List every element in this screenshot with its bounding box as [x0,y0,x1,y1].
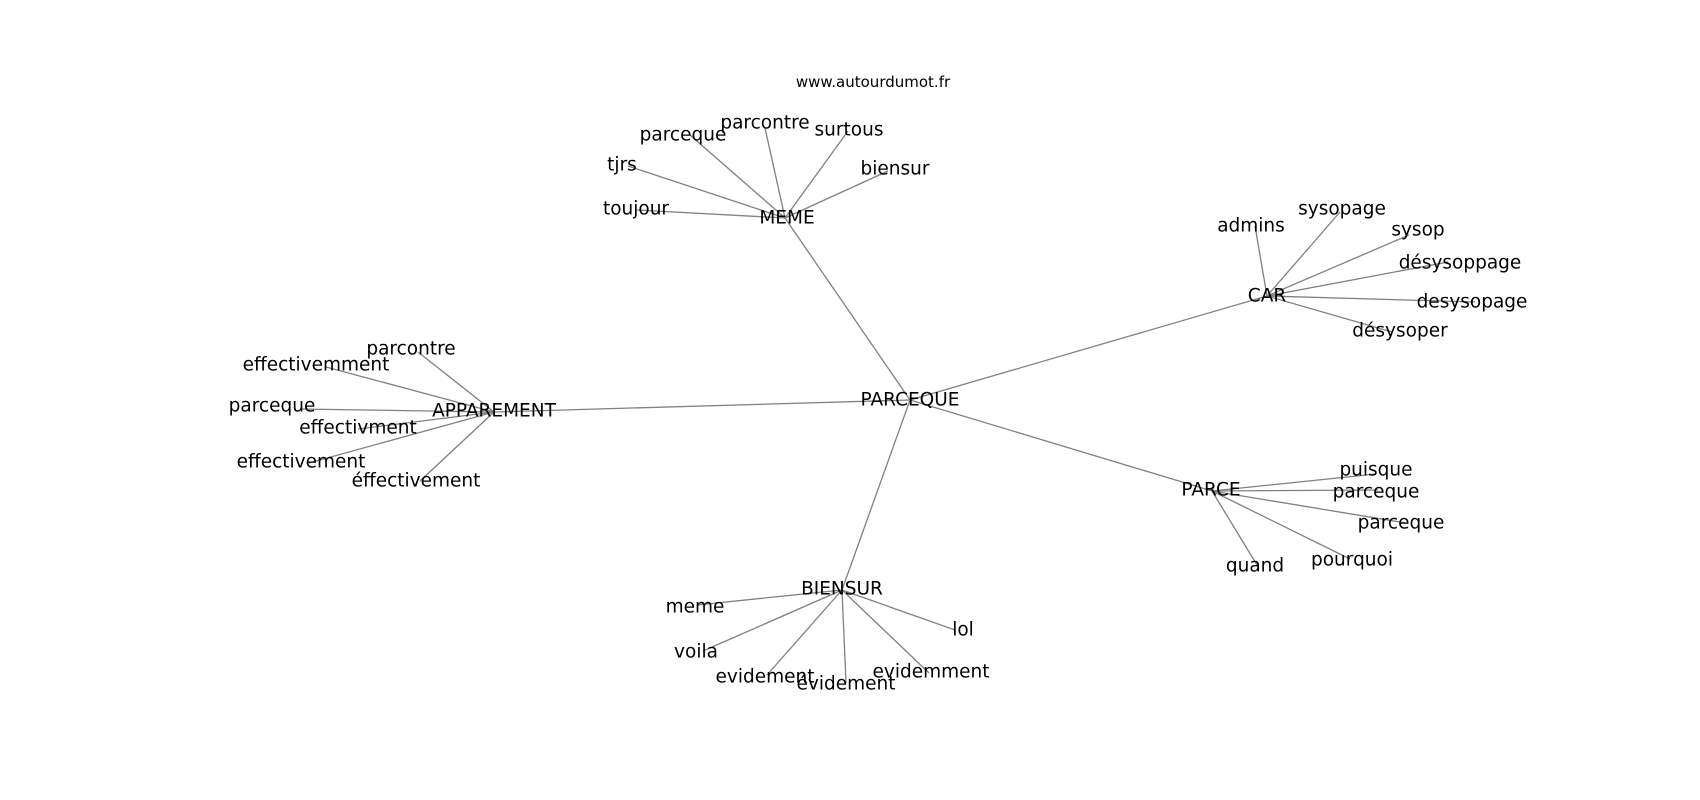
edge-car-leaf [1254,225,1268,297]
edge-apparement-leaf [325,366,495,413]
leaf-node-label: evidemment [873,662,990,683]
edge-root-to-biensur [841,399,911,591]
hub-node-label: BIENSUR [801,579,883,600]
edge-root-to-parce [909,399,1213,492]
hub-node-label: APPAREMENT [432,401,556,422]
leaf-node-label: admins [1217,216,1285,237]
edge-car-leaf [1266,234,1410,297]
leaf-node-label: evidement [716,667,815,688]
leaf-node-label: lol [952,620,974,641]
watermark-text: www.autourdumot.fr [796,73,951,91]
leaf-node-label: parceque [1333,482,1420,503]
leaf-node-label: puisque [1339,460,1412,481]
leaf-node-label: éffectivement [352,471,481,492]
edge-parce-leaf [1211,489,1379,492]
leaf-node-label: effectivemment [243,355,390,376]
edge-biensur-leaf [696,589,843,606]
leaf-node-label: surtous [815,120,884,141]
hub-node-label: CAR [1248,286,1287,307]
edge-parce-leaf [1211,490,1407,524]
leaf-node-label: effectivement [237,452,366,473]
graph-edges [299,127,1476,684]
edge-meme-leaf [784,130,849,219]
edge-parce-leaf [1211,473,1377,492]
leaf-node-label: désysoper [1352,321,1448,342]
edge-apparement-leaf [299,408,495,413]
leaf-node-label: pourquoi [1311,550,1393,571]
leaf-node-label: desysopage [1417,292,1528,313]
leaf-node-label: voila [674,642,718,663]
leaf-node-label: sysop [1391,220,1444,241]
root-node-label: PARCEQUE [861,390,960,411]
edge-meme-leaf [636,209,786,219]
edge-car-leaf [1266,295,1476,303]
edge-parce-leaf [1211,490,1351,560]
edge-meme-leaf [627,165,786,219]
leaf-node-label: biensur [861,159,930,180]
leaf-node-label: parceque [1358,513,1445,534]
edge-meme-leaf [689,134,786,219]
hub-node-label: MEME [759,208,814,229]
leaf-node-label: quand [1226,556,1284,577]
edge-meme-leaf [784,170,889,219]
leaf-node-label: toujour [603,199,669,220]
edge-biensur-leaf [766,589,843,676]
edge-car-leaf [1266,261,1449,297]
edge-biensur-leaf [841,589,930,674]
hub-node-label: PARCE [1181,480,1240,501]
leaf-node-label: meme [666,597,725,618]
edge-apparement-leaf [357,411,495,430]
edge-root-to-apparement [493,399,911,413]
leaf-node-label: tjrs [607,155,637,176]
edge-meme-leaf [764,127,786,219]
leaf-node-label: effectivment [299,418,416,439]
edge-apparement-leaf [308,411,495,464]
edge-root-to-car [909,295,1268,401]
edge-biensur-leaf [702,589,843,652]
edge-apparement-leaf [419,411,495,482]
edge-biensur-leaf [841,589,847,684]
edge-car-leaf [1266,295,1393,333]
leaf-node-label: parceque [229,396,316,417]
edge-parce-leaf [1211,490,1258,566]
edge-root-to-meme [784,217,911,401]
leaf-node-label: parcontre [720,113,809,134]
leaf-node-label: désysoppage [1399,253,1522,274]
leaf-node-label: parcontre [366,339,455,360]
leaf-node-label: évidement [797,674,896,695]
edge-car-leaf [1266,211,1341,297]
leaf-node-label: parceque [640,125,727,146]
edge-biensur-leaf [841,589,956,631]
edge-apparement-leaf [417,351,495,413]
leaf-node-label: sysopage [1298,199,1386,220]
